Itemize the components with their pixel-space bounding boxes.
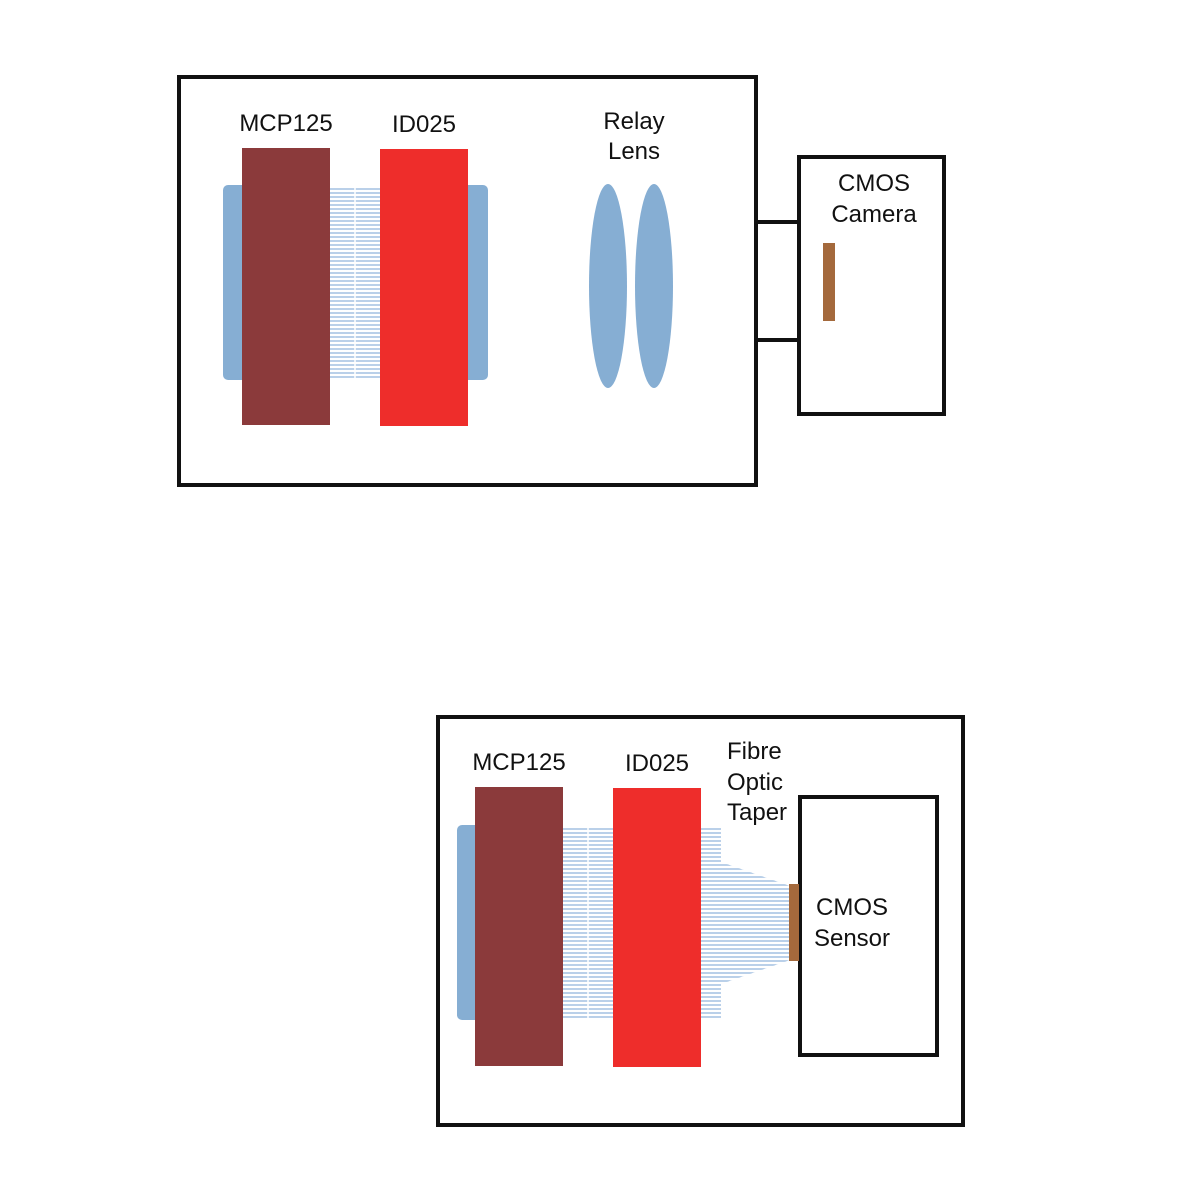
sensor-chip [789,884,799,961]
sensor-label-line1: CMOS [816,894,888,921]
taper-label-line1: Fibre [727,738,782,765]
relay-lens-right [635,184,673,388]
id-label: ID025 [392,111,456,138]
intensifier-housing [177,75,758,487]
mcp-label: MCP125 [239,110,332,137]
relay-label-line2: Lens [608,138,660,165]
camera-label-line1: CMOS [838,170,910,197]
taper-label-line3: Taper [727,799,787,826]
taper-label-line2: Optic [727,769,783,796]
taper-housing [436,715,965,1127]
phosphor-block [380,149,468,426]
relay-label-line1: Relay [603,108,664,135]
relay-lens-assembly: MCP125 ID025 Relay Lens CMOS Camera [177,75,946,487]
fibre-optic-taper [700,826,790,1020]
camera-sensor [823,243,835,321]
cmos-camera-box [797,155,946,416]
mcp-block-2 [475,787,563,1066]
sensor-label-line2: Sensor [814,925,890,952]
mcp-label-2: MCP125 [472,749,565,776]
fibre-taper-assembly: MCP125 ID025 Fibre Optic Taper CMOS Sens… [436,715,965,1127]
id-label-2: ID025 [625,750,689,777]
output-window [462,185,488,380]
cmos-sensor-box [798,795,939,1057]
mcp-block [242,148,330,425]
phosphor-block-2 [613,788,701,1067]
relay-lens-left [589,184,627,388]
camera-label-line2: Camera [831,201,917,228]
